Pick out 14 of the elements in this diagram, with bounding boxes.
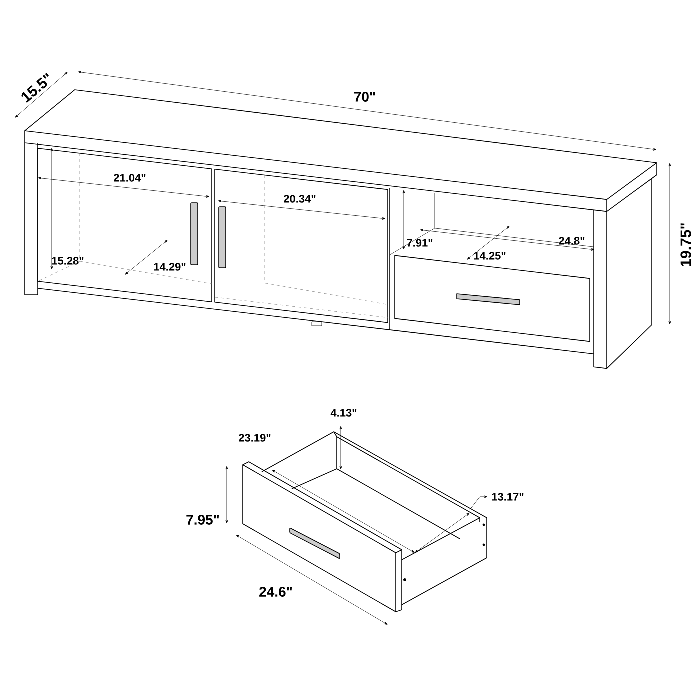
dimension-label: 15.28" — [52, 257, 84, 265]
dimension-label: 20.34" — [284, 195, 316, 203]
dimension-label: 24.8" — [559, 237, 585, 245]
dimension-label: 24.6" — [260, 587, 292, 597]
dimension-label: 21.04" — [114, 174, 146, 182]
dimension-label: 7.91" — [407, 239, 433, 247]
dimension-label: 14.25" — [474, 252, 506, 260]
dimension-label: 13.17" — [492, 493, 524, 501]
dimension-label: 23.19" — [239, 434, 271, 442]
dimension-label: 4.13" — [330, 409, 357, 417]
dimension-label: 7.95" — [186, 515, 220, 525]
dimension-label: 70" — [354, 92, 376, 102]
dimension-label: 14.29" — [154, 263, 186, 271]
dimension-label: 19.75" — [680, 224, 692, 266]
